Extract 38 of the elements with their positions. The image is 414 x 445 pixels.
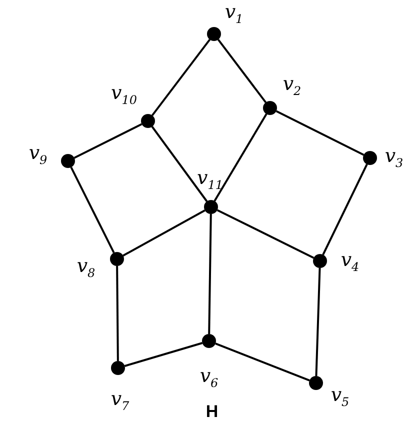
vertex-dot (141, 114, 155, 128)
vertex-dot (207, 27, 221, 41)
vertex-dot (204, 200, 218, 214)
vertex-label: v$_{1}$ (224, 3, 244, 25)
edge-line (208, 214, 212, 334)
vertex-label: v$_{2}$ (282, 75, 302, 97)
edge-line (151, 38, 211, 116)
vertex-label: v$_{9}$ (28, 144, 48, 166)
vertex-dot (309, 376, 323, 390)
edge-line (124, 342, 203, 367)
edge-line (116, 266, 119, 362)
edge-line (315, 268, 321, 376)
vertex-dot (110, 252, 124, 266)
edge-line (214, 114, 268, 202)
vertex-dot (363, 151, 377, 165)
edge-line (122, 210, 206, 256)
edge-line (215, 342, 310, 382)
edge-line (216, 209, 314, 259)
vertex-label: v$_{6}$ (200, 367, 218, 389)
vertex-label: v$_{7}$ (110, 390, 130, 412)
vertex-label: v$_{4}$ (340, 251, 360, 273)
edge-line (74, 123, 142, 159)
vertex-dot (111, 361, 125, 375)
vertex-label: v$_{10}$ (111, 84, 137, 106)
edge-line (322, 164, 368, 256)
vertex-dot (313, 254, 327, 268)
vertex-dot (61, 154, 75, 168)
vertex-label: v$_{11}$ (197, 169, 223, 191)
edge-line (151, 126, 208, 202)
vertex-label: v$_{5}$ (330, 386, 350, 408)
edge-line (276, 110, 364, 156)
vertex-label: v$_{8}$ (76, 257, 96, 279)
edge-line (217, 38, 267, 104)
vertex-label: v$_{3}$ (384, 147, 404, 169)
vertex-dot (263, 101, 277, 115)
vertex-dot (202, 334, 216, 348)
edge-line (70, 166, 115, 254)
caption: H (206, 402, 218, 422)
